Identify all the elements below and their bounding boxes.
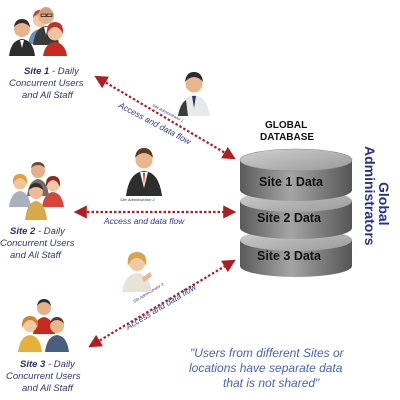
site2-users-icon [9,162,64,220]
quote-line1: "Users from different Sites or [190,346,345,360]
site2-line1: - Daily [35,226,66,237]
flow-label-2: Access and data flow [103,216,185,226]
site-admin-2-avatar [126,148,162,196]
flow-arrow-site1 [94,75,236,160]
global-admin-line1: Global [376,182,392,226]
site2-name: Site 2 [10,226,36,237]
site-admin-3-avatar [122,252,152,292]
site1-line1: - Daily [49,66,80,77]
shared-data-quote: "Users from different Sites or locations… [189,346,345,390]
svg-text:Site 3 - Daily: Site 3 - Daily [20,359,76,370]
site3-name: Site 3 [20,359,46,370]
site3-line2: Concurrent Users [6,371,81,382]
quote-line3: that is not shared" [223,376,320,390]
site3-line3: and All Staff [22,383,74,394]
db-segment-site2: Site 2 Data [257,211,322,225]
global-administrators-label: Global Administrators [362,146,392,246]
database-title-line1: GLOBAL [265,120,307,131]
site3-users-icon [18,299,69,352]
db-segment-site3: Site 3 Data [257,249,322,263]
svg-text:Site 2 - Daily: Site 2 - Daily [10,226,66,237]
site1-line3: and All Staff [22,90,74,101]
site2-caption: Site 2 - Daily Concurrent Users and All … [0,226,75,261]
quote-line2: locations have separate data [189,361,343,375]
site1-caption: Site 1 - Daily Concurrent Users and All … [9,66,84,101]
site1-users-icon [9,7,67,56]
svg-text:Site 1 - Daily: Site 1 - Daily [24,66,80,77]
admin-label-2: Site Administrator 2 [120,197,156,202]
site2-line3: and All Staff [10,250,62,261]
flow-arrow-site3 [88,259,236,348]
db-segment-site1: Site 1 Data [259,175,324,189]
site-admin-1-avatar [178,72,210,116]
site3-line1: - Daily [45,359,76,370]
site2-line2: Concurrent Users [0,238,75,249]
site1-name: Site 1 [24,66,49,77]
database-title-line2: DATABASE [260,132,314,143]
global-admin-line2: Administrators [362,146,378,246]
db-disk-1 [239,148,353,201]
site1-line2: Concurrent Users [9,78,84,89]
site3-caption: Site 3 - Daily Concurrent Users and All … [6,359,81,394]
global-database: GLOBAL DATABASE Site 1 Data Site 2 Data … [239,120,353,277]
